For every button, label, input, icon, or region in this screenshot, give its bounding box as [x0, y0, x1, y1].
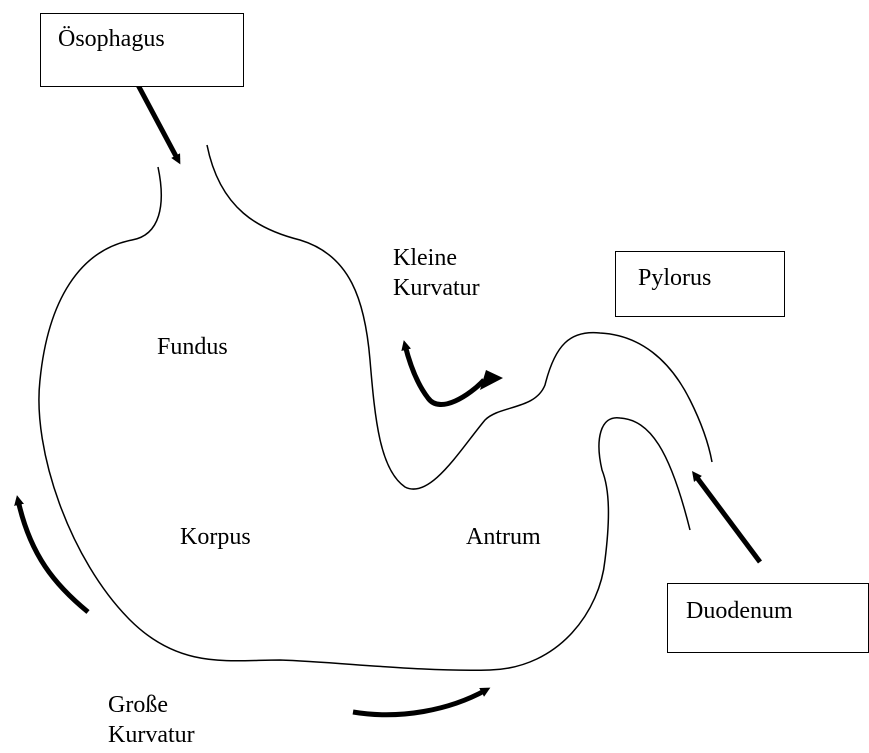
fundus-label: Fundus — [157, 332, 228, 362]
oesophagus-label-box: Ösophagus — [40, 13, 244, 87]
lesser-curvature-label: Kleine Kurvatur — [393, 243, 480, 303]
lesser-curvature-arrowhead-right — [480, 370, 503, 390]
duodenum-label: Duodenum — [686, 598, 793, 624]
greater-curvature-bottom-arrow — [353, 690, 486, 715]
greater-curvature-label-line1: Große — [108, 690, 195, 720]
antrum-label: Antrum — [466, 522, 541, 552]
duodenum-label-box: Duodenum — [667, 583, 869, 653]
pylorus-label: Pylorus — [638, 265, 711, 291]
oesophagus-arrow — [138, 85, 178, 160]
lesser-curvature-arrow — [405, 345, 484, 405]
pylorus-label-box: Pylorus — [615, 251, 785, 317]
stomach-outline — [39, 167, 690, 670]
lesser-curvature-label-line1: Kleine — [393, 243, 480, 273]
greater-curvature-label-line2: Kurvatur — [108, 720, 195, 750]
lesser-curvature-label-line2: Kurvatur — [393, 273, 480, 303]
oesophagus-label: Ösophagus — [58, 26, 165, 52]
lesser-curvature-outline — [207, 145, 712, 489]
korpus-label: Korpus — [180, 522, 251, 552]
greater-curvature-left-arrow — [18, 500, 88, 612]
greater-curvature-label: Große Kurvatur — [108, 690, 195, 750]
duodenum-arrow — [695, 475, 760, 562]
